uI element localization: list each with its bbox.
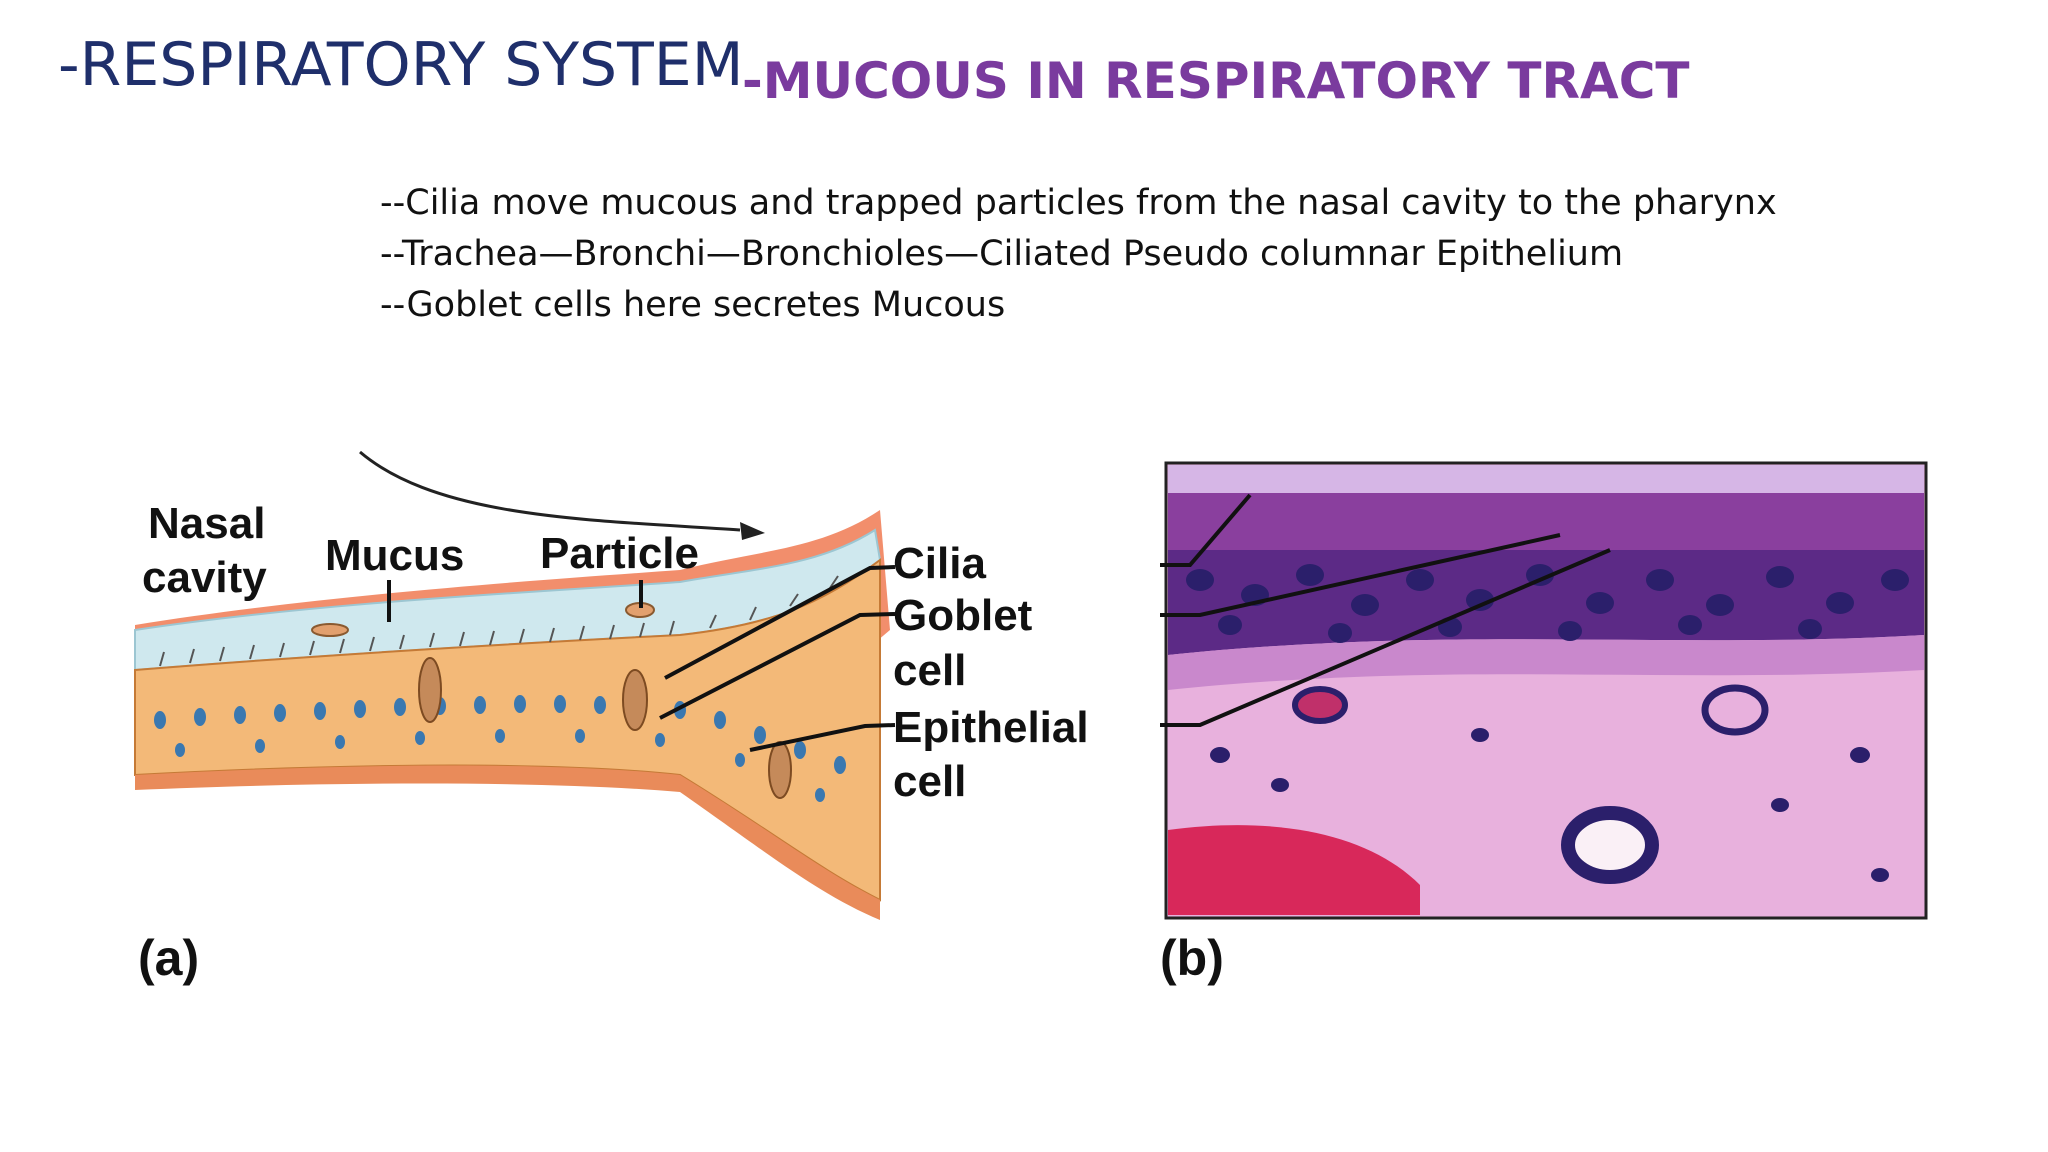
- label-epithelial-cell-2: cell: [893, 757, 966, 806]
- label-nasal-cavity-1: Nasal: [148, 499, 265, 548]
- arrow-head: [740, 522, 765, 540]
- label-cilia: Cilia: [893, 539, 986, 588]
- bullet-list: --Cilia move mucous and trapped particle…: [380, 178, 1777, 331]
- label-particle: Particle: [540, 529, 699, 578]
- label-goblet-cell-2: cell: [893, 646, 966, 695]
- bullet-item: --Cilia move mucous and trapped particle…: [380, 183, 1777, 223]
- panel-label-a: (a): [138, 930, 199, 986]
- goblet-cells: [418, 657, 792, 799]
- bullet-item: --Trachea—Bronchi—Bronchioles—Ciliated P…: [380, 234, 1624, 274]
- figure-a-illustration: Nasal cavity Mucus Particle Cilia Goblet…: [134, 450, 1089, 986]
- label-epithelial-cell-1: Epithelial: [893, 703, 1089, 752]
- slide-title: -RESPIRATORY SYSTEM: [58, 30, 744, 100]
- micrograph-leader-lines: [1160, 493, 1611, 727]
- label-goblet-cell-1: Goblet: [893, 591, 1033, 640]
- cilia-fringe: [159, 575, 839, 667]
- slide-subtitle: -MUCOUS IN RESPIRATORY TRACT: [742, 52, 1690, 110]
- label-nasal-cavity-2: cavity: [142, 553, 267, 602]
- bullet-item: --Goblet cells here secretes Mucous: [380, 285, 1006, 325]
- label-mucus: Mucus: [325, 531, 464, 580]
- leader-lines: [387, 565, 896, 752]
- flow-arrow: [359, 450, 741, 532]
- micrograph-nuclei: [1186, 564, 1909, 882]
- figure-b-micrograph: (b): [1160, 461, 1928, 986]
- particles: [311, 602, 655, 637]
- panel-label-b: (b): [1160, 930, 1224, 986]
